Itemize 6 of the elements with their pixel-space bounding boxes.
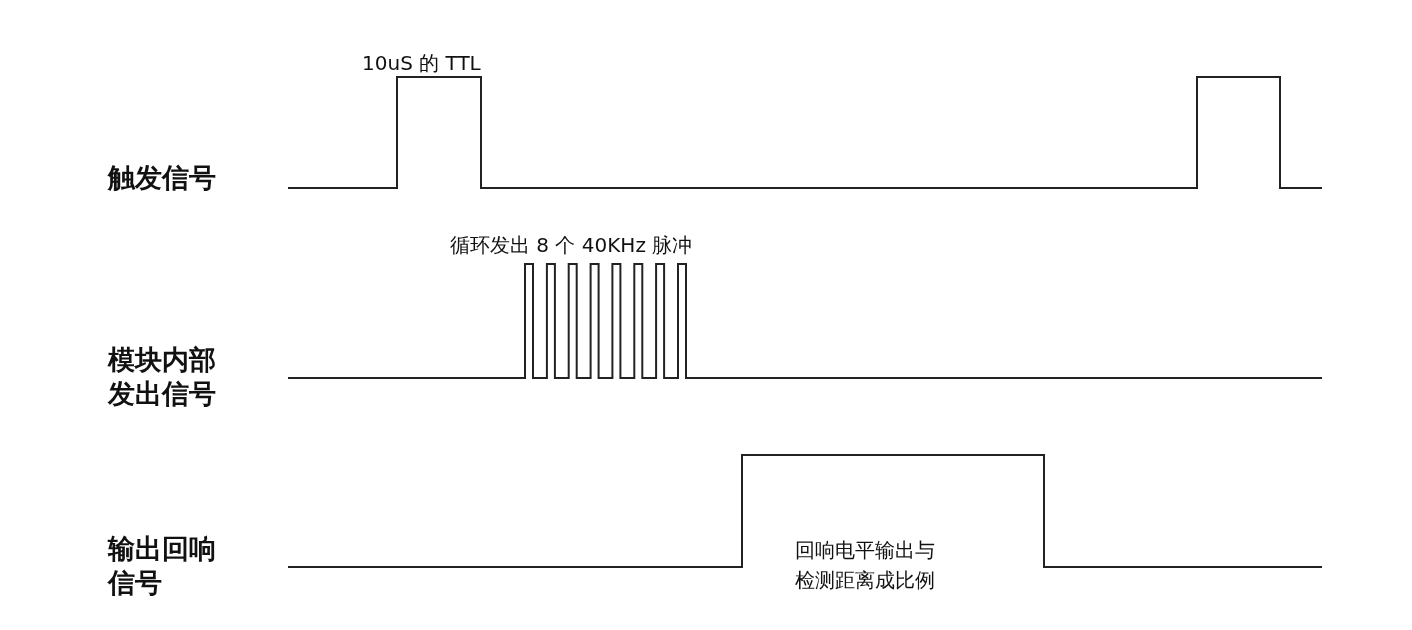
note-text: 回响电平输出与检测距离成比例 [794,537,936,594]
signal-name: 输出回响信号 [108,532,217,600]
pulse-label: 10uS 的 TTL [362,50,481,76]
pulse-label: 循环发出 8 个 40KHz 脉冲 [450,232,693,258]
signal-name: 模块内部发出信号 [108,343,217,411]
signal-name: 触发信号 [108,161,217,195]
